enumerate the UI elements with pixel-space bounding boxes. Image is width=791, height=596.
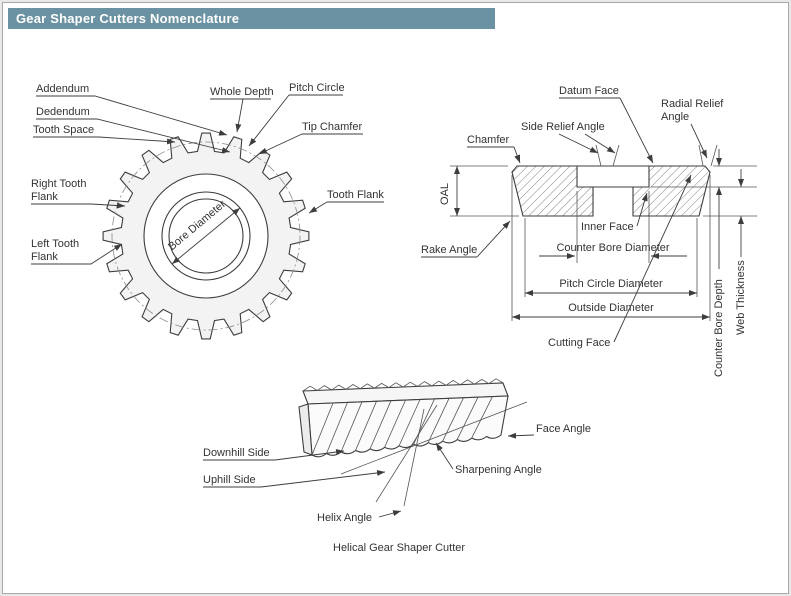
counter-bore-diameter-label: Counter Bore Diameter xyxy=(556,242,669,254)
bore-circle-inner xyxy=(168,198,244,274)
helical-teeth xyxy=(311,396,493,456)
oal-label: OAL xyxy=(439,183,451,205)
section-left-half xyxy=(511,165,594,217)
pitch-circle-dashed xyxy=(111,141,301,331)
addendum-label: Addendum xyxy=(36,83,89,95)
counter-bore-depth-label: Counter Bore Depth xyxy=(713,279,725,377)
datum-face-label: Datum Face xyxy=(559,85,619,97)
bore-diameter-arrow xyxy=(171,207,241,265)
section-right-half xyxy=(632,165,711,217)
chamfer-label: Chamfer xyxy=(467,134,510,146)
left-tooth-flank-label-line2: Flank xyxy=(31,251,58,263)
whole-depth-label: Whole Depth xyxy=(210,86,274,98)
inner-face-label: Inner Face xyxy=(581,221,634,233)
helical-serrations xyxy=(302,378,504,392)
helical-callouts: Face Angle Downhill Side Uphill Side Sha… xyxy=(203,423,591,554)
cutting-face-label: Cutting Face xyxy=(548,337,610,349)
section-view xyxy=(511,144,718,217)
helical-left-end xyxy=(298,403,313,456)
section-callouts: Datum Face Radial Relief Angle Side Reli… xyxy=(421,85,757,377)
pitch-circle-label: Pitch Circle xyxy=(289,82,345,94)
tooth-flank-label: Tooth Flank xyxy=(327,189,384,201)
left-tooth-flank-label-line1: Left Tooth xyxy=(31,238,79,250)
outside-diameter-label: Outside Diameter xyxy=(568,302,654,314)
sharpening-construction-line xyxy=(340,401,528,475)
helix-construction-line-1 xyxy=(375,404,438,503)
right-tooth-flank-label-line1: Right Tooth xyxy=(31,178,86,190)
dedendum-label: Dedendum xyxy=(36,106,90,118)
helical-caption: Helical Gear Shaper Cutter xyxy=(333,542,465,554)
tip-chamfer-label: Tip Chamfer xyxy=(302,121,362,133)
helix-angle-label: Helix Angle xyxy=(317,512,372,524)
radial-relief-angle-label-line2: Angle xyxy=(661,111,689,123)
tooth-space-label: Tooth Space xyxy=(33,124,94,136)
page-title: Gear Shaper Cutters Nomenclature xyxy=(16,11,240,26)
gear-front-view: Bore Diameter xyxy=(102,132,310,340)
radial-relief-angle-label-line1: Radial Relief xyxy=(661,98,724,110)
section-header: Gear Shaper Cutters Nomenclature xyxy=(8,8,495,29)
pitch-circle-diameter-label: Pitch Circle Diameter xyxy=(559,278,663,290)
face-angle-label: Face Angle xyxy=(536,423,591,435)
sharpening-angle-label: Sharpening Angle xyxy=(455,464,542,476)
downhill-side-label: Downhill Side xyxy=(203,447,270,459)
rake-angle-label: Rake Angle xyxy=(421,244,477,256)
uphill-side-label: Uphill Side xyxy=(203,474,256,486)
helical-view xyxy=(298,378,528,507)
side-relief-angle-label: Side Relief Angle xyxy=(521,121,605,133)
gear-front-callouts: Addendum Dedendum Tooth Space Whole Dept… xyxy=(31,82,384,265)
diagram-canvas: Bore Diameter Addendum Dedendum Tooth Sp… xyxy=(31,82,757,554)
helix-construction-line-2 xyxy=(403,408,425,507)
web-thickness-label: Web Thickness xyxy=(735,260,747,335)
right-tooth-flank-label-line2: Flank xyxy=(31,191,58,203)
